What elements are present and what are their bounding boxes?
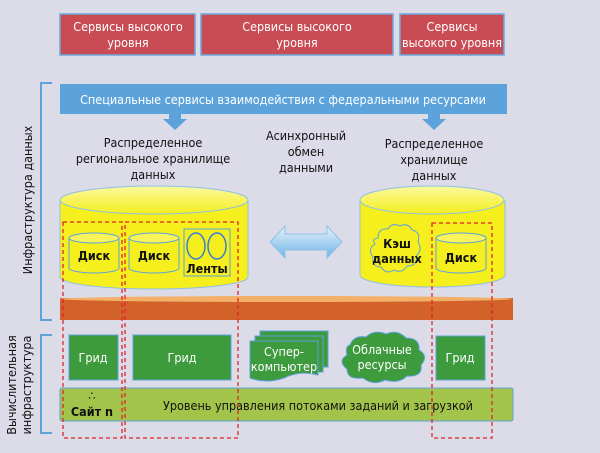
- grid-box: Грид: [68, 334, 119, 381]
- compute-infra-bracket: [40, 334, 52, 434]
- grid-box: Грид: [132, 334, 232, 381]
- ellipsis-icon: ∴: [88, 388, 95, 403]
- svg-text:Кэш: Кэш: [383, 236, 411, 251]
- cache-cloud-icon: Кэш данных: [369, 224, 423, 273]
- site-boundary: [431, 222, 493, 439]
- right-storage-label: Распределенное хранилище данных: [385, 136, 484, 183]
- tapes-icon: Ленты: [183, 228, 231, 277]
- compute-infra-label: инфраструктура: [19, 336, 34, 435]
- service-label: уровня: [276, 35, 317, 50]
- federal-services-bar: Специальные сервисы взаимодействия с фед…: [60, 84, 507, 114]
- data-infra-label: Инфраструктура данных: [20, 125, 35, 274]
- site-boundary: [62, 221, 123, 439]
- svg-text:Распределенное: Распределенное: [385, 136, 484, 151]
- service-label: Сервисы высокого: [242, 19, 352, 34]
- svg-text:Грид: Грид: [78, 350, 107, 365]
- disk-icon: Диск: [435, 232, 487, 274]
- arrow-down-icon: [422, 113, 446, 130]
- cloud-resources-icon: Облачные ресурсы: [341, 331, 425, 384]
- data-infra-bracket: [40, 82, 52, 321]
- svg-text:Грид: Грид: [167, 350, 196, 365]
- workflow-bar: Уровень управления потоками заданий и за…: [59, 387, 514, 422]
- service-box-2: Сервисы высокого уровня: [200, 13, 394, 56]
- svg-text:компьютер: компьютер: [251, 359, 317, 374]
- svg-text:Диск: Диск: [78, 248, 111, 263]
- storage-cylinder: Кэш данных Диск: [359, 185, 506, 288]
- svg-text:хранилище: хранилище: [400, 152, 467, 167]
- svg-text:региональное хранилище: региональное хранилище: [76, 151, 230, 166]
- svg-text:данных: данных: [412, 168, 457, 183]
- svg-text:Диск: Диск: [138, 248, 171, 263]
- service-label: Сервисы: [427, 19, 478, 34]
- svg-text:Супер-: Супер-: [264, 344, 304, 359]
- svg-text:данными: данными: [279, 160, 333, 175]
- svg-text:Грид: Грид: [445, 350, 474, 365]
- service-box-1: Сервисы высокого уровня: [59, 13, 196, 56]
- site-label: Сайт n: [71, 404, 113, 419]
- federal-services-label: Специальные сервисы взаимодействия с фед…: [80, 92, 486, 107]
- service-box-3: Сервисы высокого уровня: [399, 13, 505, 56]
- async-exchange-label: Асинхронный обмен данными: [266, 128, 346, 175]
- svg-text:Диск: Диск: [445, 250, 478, 265]
- double-arrow-icon: [269, 224, 343, 260]
- disk-icon: Диск: [128, 232, 180, 274]
- service-label: Сервисы высокого: [73, 19, 183, 34]
- svg-text:ресурсы: ресурсы: [357, 357, 406, 372]
- supercomputer-icon: Супер- компьютер: [249, 330, 329, 382]
- left-storage-label: Распределенное региональное хранилище да…: [76, 135, 230, 182]
- service-label: уровня: [107, 35, 148, 50]
- regional-storage-cylinder: Диск Диск Ленты: [59, 185, 249, 290]
- svg-text:обмен: обмен: [288, 144, 325, 159]
- svg-text:Асинхронный: Асинхронный: [266, 128, 346, 143]
- svg-text:Ленты: Ленты: [186, 261, 227, 276]
- svg-text:Облачные: Облачные: [352, 342, 412, 357]
- compute-infra-label: Вычислительная: [4, 335, 19, 435]
- network-band: [60, 296, 513, 320]
- site-boundary: [124, 221, 239, 439]
- svg-text:Распределенное: Распределенное: [104, 135, 203, 150]
- svg-text:данных: данных: [131, 167, 176, 182]
- arrow-down-icon: [163, 113, 187, 130]
- disk-icon: Диск: [68, 232, 120, 274]
- grid-box: Грид: [435, 335, 486, 381]
- workflow-label: Уровень управления потоками заданий и за…: [163, 398, 473, 413]
- service-label: высокого уровня: [402, 35, 502, 50]
- svg-text:данных: данных: [372, 251, 422, 266]
